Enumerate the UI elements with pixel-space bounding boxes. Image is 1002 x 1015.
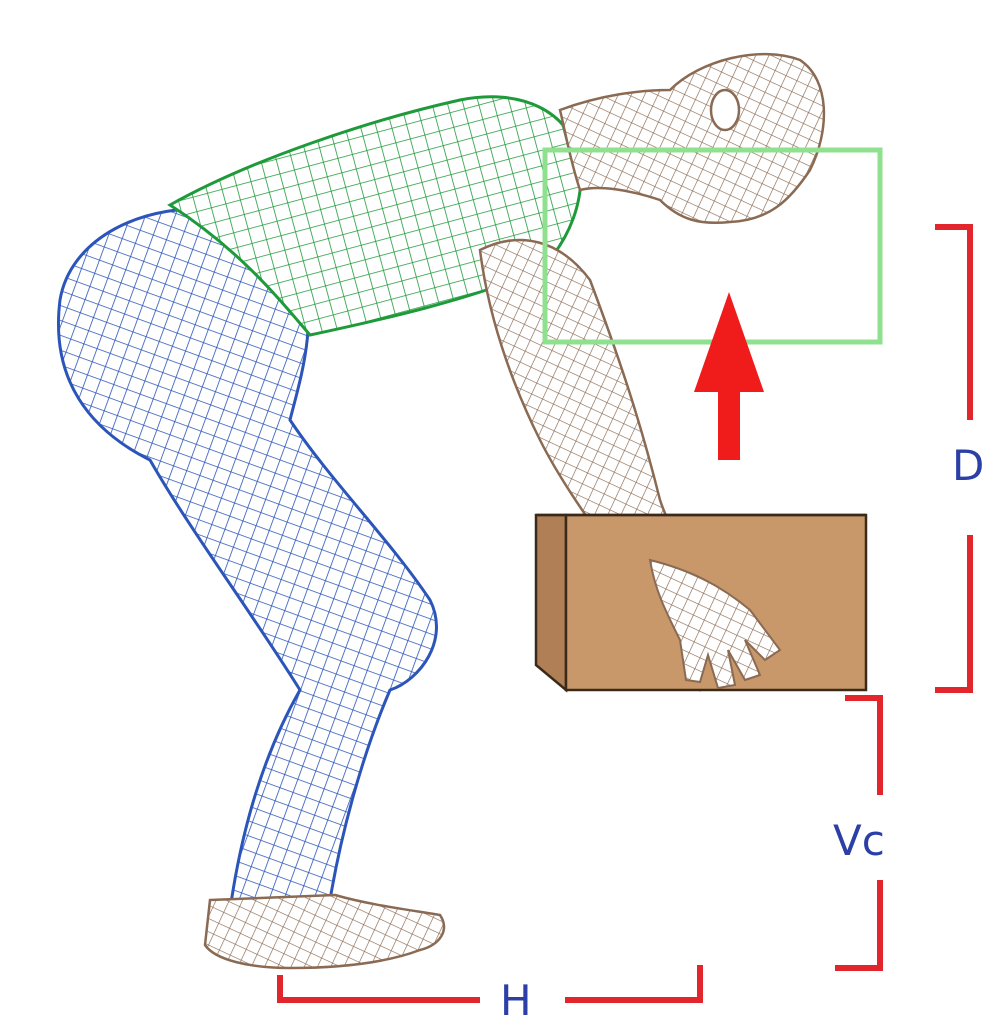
head: [560, 54, 824, 223]
human-figure: [58, 54, 823, 968]
h-bracket: [280, 965, 700, 1000]
feet: [205, 895, 444, 968]
vc-label: Vc: [833, 816, 885, 865]
ear: [711, 90, 739, 130]
cardboard-box: [536, 515, 866, 690]
up-arrow-icon: [694, 292, 764, 460]
h-label: H: [500, 976, 532, 1015]
d-label: D: [952, 441, 984, 490]
